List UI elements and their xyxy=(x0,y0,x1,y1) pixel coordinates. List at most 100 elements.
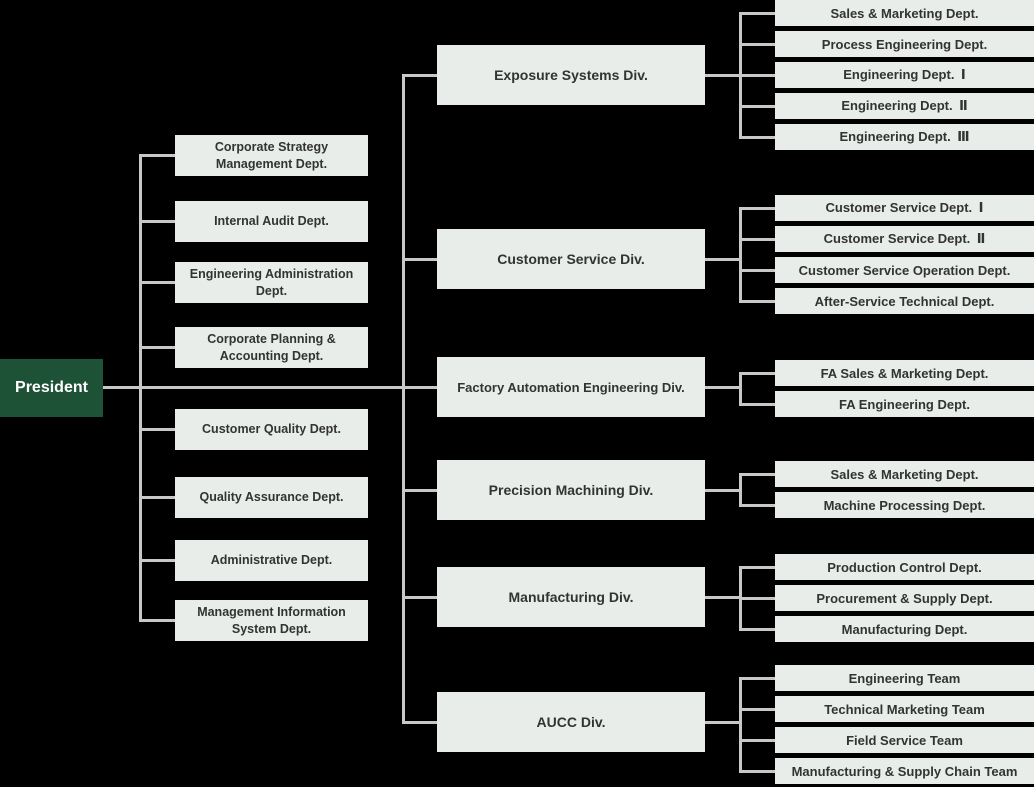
division-box: Factory Automation Engineering Div. xyxy=(437,357,705,417)
staff-branch-line xyxy=(139,428,175,431)
dept-label: Customer Service Dept. Ⅱ xyxy=(823,231,986,246)
staff-dept-label: Corporate Planning & Accounting Dept. xyxy=(207,332,336,363)
division-label: Precision Machining Div. xyxy=(488,482,654,498)
staff-dept-box: Administrative Dept. xyxy=(175,540,368,581)
dept-box: FA Engineering Dept. xyxy=(775,391,1034,417)
division-out-line xyxy=(705,258,741,261)
division-label: Exposure Systems Div. xyxy=(494,67,648,83)
dept-box: Customer Service Dept. Ⅱ xyxy=(775,226,1034,252)
dept-branch-line xyxy=(739,566,775,569)
division-trunk-line xyxy=(402,74,405,724)
president-box: President xyxy=(0,359,103,417)
division-out-line xyxy=(705,596,741,599)
dept-branch-line xyxy=(739,504,775,507)
dept-box: Manufacturing & Supply Chain Team xyxy=(775,758,1034,784)
dept-label: Engineering Dept. Ⅰ xyxy=(843,67,966,82)
dept-branch-line xyxy=(739,372,775,375)
dept-label: Machine Processing Dept. xyxy=(823,497,986,513)
dept-trunk-line xyxy=(739,473,742,507)
division-box: Exposure Systems Div. xyxy=(437,45,705,105)
dept-box: Engineering Dept. Ⅱ xyxy=(775,93,1034,119)
staff-dept-label: Quality Assurance Dept. xyxy=(199,490,344,505)
staff-branch-line xyxy=(139,220,175,223)
division-label: Manufacturing Div. xyxy=(508,589,634,605)
dept-box: Process Engineering Dept. xyxy=(775,31,1034,57)
staff-dept-box: Engineering Administration Dept. xyxy=(175,262,368,303)
staff-branch-line xyxy=(139,154,175,157)
dept-label: Manufacturing Dept. xyxy=(841,621,968,637)
dept-label: Production Control Dept. xyxy=(827,559,982,575)
division-label: AUCC Div. xyxy=(536,714,606,730)
dept-branch-line xyxy=(739,770,775,773)
dept-branch-line xyxy=(739,207,775,210)
dept-box: Manufacturing Dept. xyxy=(775,616,1034,642)
dept-label: Sales & Marketing Dept. xyxy=(830,466,979,482)
division-out-line xyxy=(705,74,741,77)
staff-dept-label: Engineering Administration Dept. xyxy=(189,267,354,298)
dept-box: Engineering Dept. Ⅲ xyxy=(775,124,1034,150)
dept-label: FA Sales & Marketing Dept. xyxy=(820,365,989,381)
dept-branch-line xyxy=(739,269,775,272)
division-box: Customer Service Div. xyxy=(437,229,705,289)
staff-dept-box: Internal Audit Dept. xyxy=(175,201,368,242)
dept-label: Engineering Dept. Ⅱ xyxy=(841,98,968,113)
dept-label: Engineering Dept. Ⅲ xyxy=(839,129,970,144)
dept-branch-line xyxy=(739,708,775,711)
division-label: Customer Service Div. xyxy=(497,251,645,267)
staff-trunk-line xyxy=(139,154,142,622)
division-out-line xyxy=(705,386,741,389)
dept-label: FA Engineering Dept. xyxy=(839,396,970,412)
dept-box: Sales & Marketing Dept. xyxy=(775,0,1034,26)
dept-branch-line xyxy=(739,12,775,15)
division-branch-line xyxy=(402,258,437,261)
dept-label: Procurement & Supply Dept. xyxy=(816,590,993,606)
division-box: AUCC Div. xyxy=(437,692,705,752)
division-box: Precision Machining Div. xyxy=(437,460,705,520)
staff-dept-box: Corporate Planning & Accounting Dept. xyxy=(175,327,368,368)
dept-box: Engineering Team xyxy=(775,665,1034,691)
dept-box: Procurement & Supply Dept. xyxy=(775,585,1034,611)
division-branch-line xyxy=(402,489,437,492)
dept-branch-line xyxy=(739,677,775,680)
dept-label: Field Service Team xyxy=(846,732,963,748)
division-branch-line xyxy=(402,596,437,599)
dept-trunk-line xyxy=(739,677,742,773)
dept-branch-line xyxy=(739,74,775,77)
dept-branch-line xyxy=(739,597,775,600)
dept-branch-line xyxy=(739,739,775,742)
staff-branch-line xyxy=(139,559,175,562)
staff-dept-box: Customer Quality Dept. xyxy=(175,409,368,450)
dept-box: After-Service Technical Dept. xyxy=(775,288,1034,314)
division-branch-line xyxy=(402,74,437,77)
dept-box: Customer Service Dept. Ⅰ xyxy=(775,195,1034,221)
staff-dept-box: Management Information System Dept. xyxy=(175,600,368,641)
staff-dept-label: Internal Audit Dept. xyxy=(214,214,329,229)
dept-box: Field Service Team xyxy=(775,727,1034,753)
dept-label: Process Engineering Dept. xyxy=(821,36,988,52)
dept-label: Sales & Marketing Dept. xyxy=(830,5,979,21)
staff-branch-line xyxy=(139,496,175,499)
staff-branch-line xyxy=(139,346,175,349)
dept-branch-line xyxy=(739,300,775,303)
dept-box: FA Sales & Marketing Dept. xyxy=(775,360,1034,386)
dept-branch-line xyxy=(739,43,775,46)
staff-dept-label: Corporate Strategy Management Dept. xyxy=(214,140,329,171)
president-connector-line xyxy=(103,386,437,389)
division-box: Manufacturing Div. xyxy=(437,567,705,627)
staff-dept-label: Customer Quality Dept. xyxy=(202,422,341,437)
dept-box: Engineering Dept. Ⅰ xyxy=(775,62,1034,88)
dept-branch-line xyxy=(739,238,775,241)
dept-box: Technical Marketing Team xyxy=(775,696,1034,722)
division-out-line xyxy=(705,721,741,724)
staff-branch-line xyxy=(139,619,175,622)
dept-label: Customer Service Dept. Ⅰ xyxy=(825,200,984,215)
staff-dept-label: Management Information System Dept. xyxy=(197,605,346,636)
dept-label: After-Service Technical Dept. xyxy=(814,293,995,309)
dept-label: Manufacturing & Supply Chain Team xyxy=(791,763,1018,779)
dept-box: Machine Processing Dept. xyxy=(775,492,1034,518)
dept-box: Sales & Marketing Dept. xyxy=(775,461,1034,487)
staff-dept-box: Corporate Strategy Management Dept. xyxy=(175,135,368,176)
dept-branch-line xyxy=(739,473,775,476)
staff-dept-box: Quality Assurance Dept. xyxy=(175,477,368,518)
